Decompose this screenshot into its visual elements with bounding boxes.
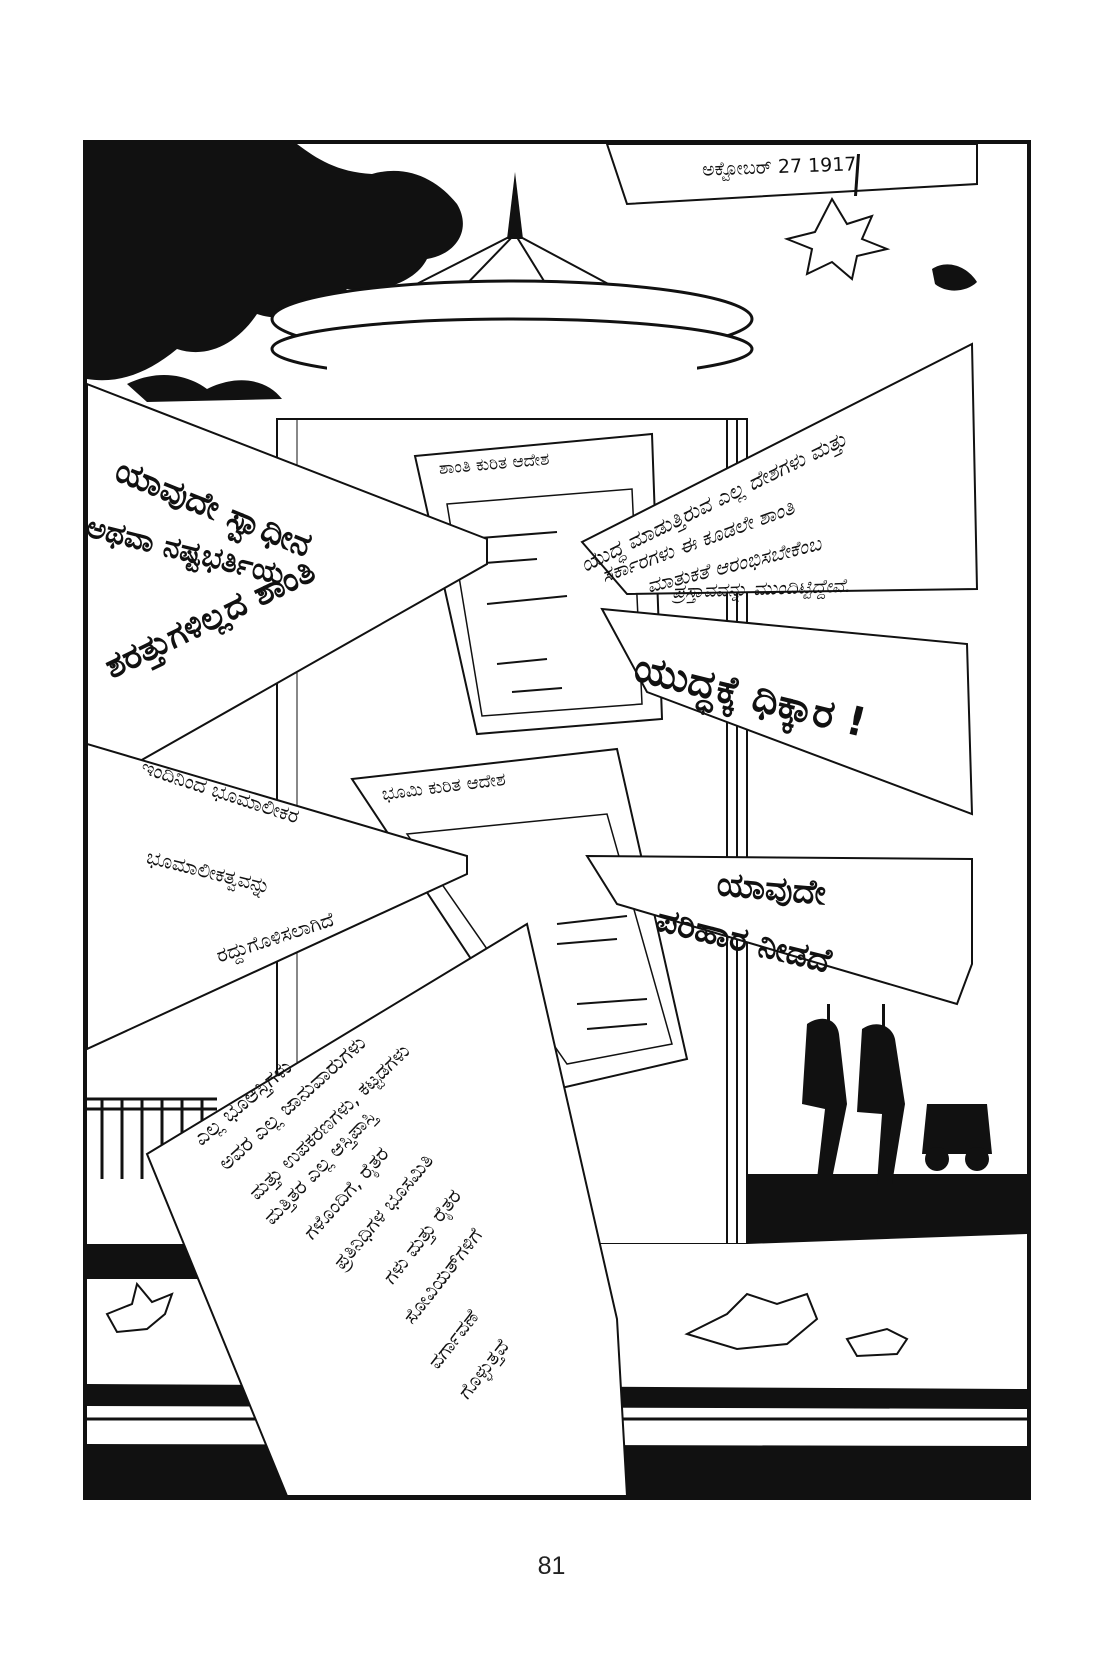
banner-transfer bbox=[145, 922, 629, 1496]
marching-soldiers bbox=[802, 1004, 992, 1184]
maple-leaf-icon bbox=[783, 196, 891, 281]
ground-band bbox=[747, 1174, 1027, 1244]
date-box bbox=[605, 144, 978, 206]
storm-cloud-lower bbox=[127, 374, 282, 402]
banner-compensation bbox=[585, 854, 973, 1006]
storm-cloud bbox=[87, 144, 463, 381]
banner-proposal bbox=[580, 342, 979, 596]
comic-panel: ಅಕ್ಟೋಬರ್ 27 1917 ಯಾವುದೇ ಸ್ವಾಧೀನ ಅಥವಾ ನಷ್… bbox=[83, 140, 1031, 1500]
ground-leaf-icon-3 bbox=[845, 1327, 909, 1358]
comic-artwork bbox=[87, 144, 1027, 1496]
date-leaf-stem bbox=[854, 154, 860, 196]
ground-leaf-icon bbox=[105, 1281, 174, 1334]
banner-peace bbox=[87, 382, 488, 786]
banner-abolition bbox=[87, 742, 468, 1051]
banner-war bbox=[600, 607, 974, 816]
small-leaf-icon bbox=[932, 264, 977, 291]
spire bbox=[507, 172, 523, 239]
ground-leaf-icon-2 bbox=[684, 1292, 819, 1351]
page-number: 81 bbox=[537, 1552, 566, 1580]
